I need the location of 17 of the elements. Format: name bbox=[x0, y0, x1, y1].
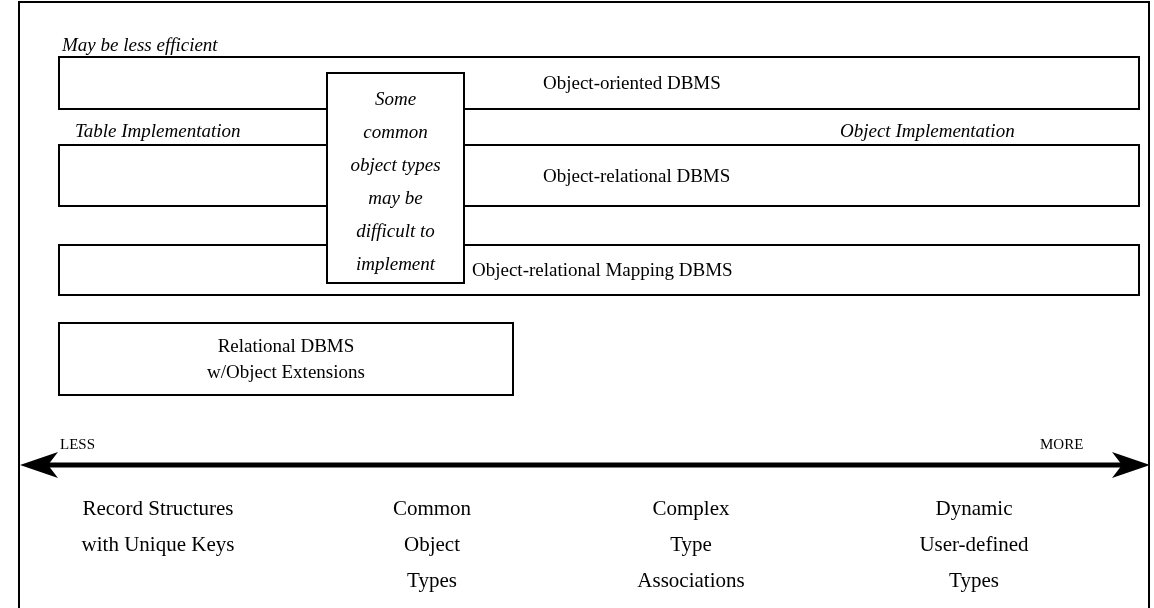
axis-end-label: MORE bbox=[1040, 436, 1084, 453]
note-label: Table Implementation bbox=[75, 120, 241, 142]
box-label: Object-relational Mapping DBMS bbox=[472, 258, 733, 282]
note-text: Some common object types may be difficult to implement bbox=[349, 87, 442, 276]
box-label: Object-oriented DBMS bbox=[543, 71, 721, 95]
category-box bbox=[58, 322, 514, 396]
note-label: Object Implementation bbox=[840, 120, 1015, 142]
axis-category-label: Common Object Types bbox=[391, 495, 473, 594]
axis-category-label: Dynamic User-defined Types bbox=[918, 495, 1030, 594]
box-label: Object-relational DBMS bbox=[543, 163, 731, 188]
category-box bbox=[58, 244, 1140, 296]
axis-category-label: Complex Type Associations bbox=[636, 495, 746, 594]
note-label: May be less efficient bbox=[62, 34, 218, 56]
box-label: Relational DBMS w/Object Extensions bbox=[206, 334, 366, 384]
axis-end-label: LESS bbox=[60, 436, 95, 453]
note-box bbox=[326, 72, 465, 284]
axis-category-label: Record Structures with Unique Keys bbox=[80, 495, 236, 558]
